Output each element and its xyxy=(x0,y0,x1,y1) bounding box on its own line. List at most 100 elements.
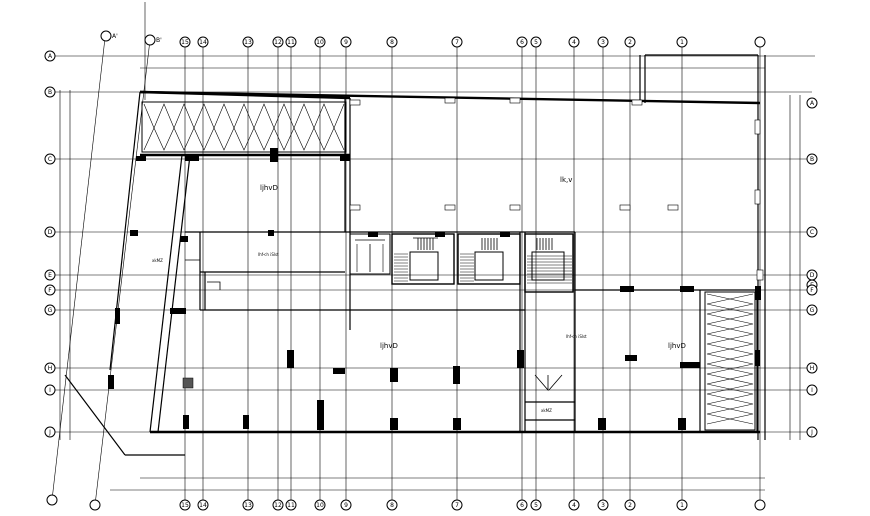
room-label-bottom-mid: ljhvD xyxy=(380,342,398,350)
column xyxy=(182,377,194,389)
grid-bubble-right xyxy=(806,426,818,438)
window xyxy=(619,204,631,211)
window xyxy=(754,119,761,135)
grid-bubble-top-label: 5 xyxy=(534,39,538,46)
column xyxy=(500,232,510,237)
window-markers xyxy=(349,97,764,281)
grid-bubble-left xyxy=(44,384,56,396)
column xyxy=(625,355,637,361)
grid-bubble-top xyxy=(676,36,688,48)
grid-bubble-left xyxy=(44,50,56,62)
grid-bubble-top xyxy=(451,36,463,48)
grid-bubble-top-label: 8 xyxy=(390,39,394,46)
grid-bubble-bottom-label: 1 xyxy=(680,502,684,509)
grid-bubble-right xyxy=(806,384,818,396)
grid-bubble-left xyxy=(44,226,56,238)
room-label-bottom-right: ljhvD xyxy=(668,342,686,350)
room-label-top-left: ljhvD xyxy=(260,184,278,192)
grid-bubble-top-label: 14 xyxy=(199,39,207,46)
grid-bubble-left-label: E xyxy=(48,272,52,279)
grid-bubble-right xyxy=(806,226,818,238)
window xyxy=(349,99,361,106)
grid-bubble-right-label: B xyxy=(810,156,814,163)
column xyxy=(340,156,350,161)
grid-bubble-bottom-label: 15 xyxy=(181,502,189,509)
grid-bubble-left xyxy=(44,86,56,98)
grid-bubble-bottom xyxy=(340,499,352,511)
grid-bubble-top xyxy=(754,36,766,48)
angled-bubble-top-2: B' xyxy=(156,37,162,44)
grid-bubble-top xyxy=(530,36,542,48)
window xyxy=(509,204,521,211)
core-lifts xyxy=(349,233,574,293)
grid-bubble-bottom xyxy=(179,499,191,511)
grid-bubble-right xyxy=(806,153,818,165)
grid-bubble-bottom-label: 14 xyxy=(199,502,207,509)
column xyxy=(130,230,138,236)
grid-bubble-right-label: J xyxy=(810,429,813,436)
window xyxy=(509,97,521,104)
grid-bubble-bottom xyxy=(285,499,297,511)
grid-bubble-top-label: 3 xyxy=(601,39,605,46)
grid-bubble-left-label: G xyxy=(48,307,53,314)
column xyxy=(435,232,445,237)
grid-bubble-bottom-label: 11 xyxy=(287,502,295,509)
room-label-top-right: lk,v xyxy=(560,176,572,184)
grid-bubble-left-label: D xyxy=(48,229,53,236)
grid-bubble-right-label: A xyxy=(810,100,815,107)
grid-bubble-bottom-label: 5 xyxy=(534,502,538,509)
grid-bubble-left xyxy=(44,362,56,374)
grid-bubble-right xyxy=(806,97,818,109)
column xyxy=(453,366,460,384)
building-walls xyxy=(64,54,766,456)
grid-bubble-right-label: I xyxy=(811,387,813,394)
column xyxy=(180,236,188,242)
grid-bubble-right xyxy=(806,284,818,296)
window xyxy=(444,97,456,104)
grid-bubble-right-label: G xyxy=(810,307,815,314)
grid-bubble-right-label: H xyxy=(810,365,815,372)
column xyxy=(390,418,398,430)
grid-bubble-top xyxy=(516,36,528,48)
grid-bubble-bottom-label: 10 xyxy=(316,502,324,509)
grid-bubble-bottom-label: 12 xyxy=(274,502,282,509)
structural-columns xyxy=(108,148,761,430)
lobby-label-mid: lhf<h iSlst xyxy=(566,334,587,339)
window xyxy=(754,189,761,205)
grid-bubble-bottom-label: 8 xyxy=(390,502,394,509)
grid-bubble-left-label: J xyxy=(48,429,51,436)
column xyxy=(170,308,186,314)
grid-bubble-bottom xyxy=(530,499,542,511)
column xyxy=(390,368,398,382)
grid-bubble-top xyxy=(597,36,609,48)
grid-bubble-top xyxy=(272,36,284,48)
grid-bubble-bottom-label: 13 xyxy=(244,502,252,509)
dimension-lines xyxy=(50,55,815,491)
grid-bubble-left xyxy=(44,426,56,438)
column xyxy=(183,415,189,429)
column xyxy=(678,418,686,430)
grid-bubble-bottom xyxy=(754,499,766,511)
angled-grid-lines xyxy=(51,2,151,506)
grid-bubble-bottom xyxy=(272,499,284,511)
column xyxy=(268,230,274,236)
grid-bubble-left xyxy=(44,269,56,281)
column xyxy=(755,286,761,300)
grid-bubble-bottom xyxy=(197,499,209,511)
column xyxy=(243,415,249,429)
grid-bubble-bottom-label: 2 xyxy=(628,502,632,509)
grid-bubble-top xyxy=(197,36,209,48)
grid-bubble-left-label: H xyxy=(48,365,53,372)
column xyxy=(517,350,524,368)
grid-bubble-bottom xyxy=(597,499,609,511)
grid-bubble-left-label: C xyxy=(48,156,52,163)
grid-bubble-top xyxy=(314,36,326,48)
grid-bubble-bottom xyxy=(676,499,688,511)
column xyxy=(368,232,378,237)
column xyxy=(108,375,114,389)
grid-bubble-bottom-label: 7 xyxy=(455,502,459,509)
